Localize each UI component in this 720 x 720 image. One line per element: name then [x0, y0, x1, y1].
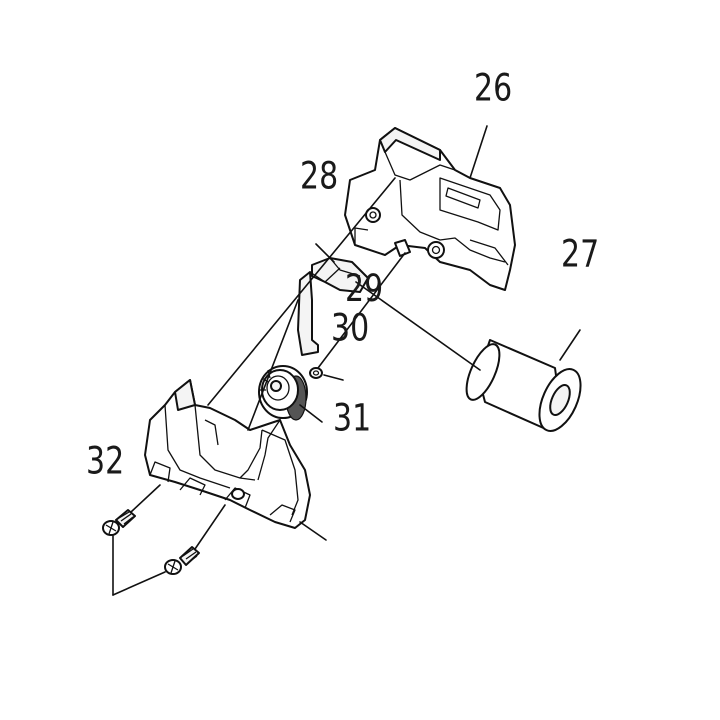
- leader-lines: [112, 125, 581, 596]
- part-29-washer: [309, 367, 323, 379]
- part-32-screw-lower: [164, 546, 200, 575]
- part-28-lever: [297, 257, 369, 356]
- callout-27: 27: [561, 232, 599, 276]
- callout-26: 26: [474, 66, 512, 110]
- callout-32: 32: [86, 439, 124, 483]
- callout-28: 28: [300, 154, 338, 198]
- part-30-wheel: [258, 365, 308, 421]
- callout-29: 29: [345, 267, 383, 311]
- part-26-upper-housing: [344, 127, 516, 291]
- callout-30: 30: [331, 306, 369, 350]
- assembly-guide-lines: [130, 177, 481, 550]
- part-32-screw-upper: [102, 509, 136, 536]
- part-27-cylinder: [465, 339, 582, 432]
- callout-31: 31: [333, 396, 371, 440]
- part-31-lower-housing: [144, 379, 311, 529]
